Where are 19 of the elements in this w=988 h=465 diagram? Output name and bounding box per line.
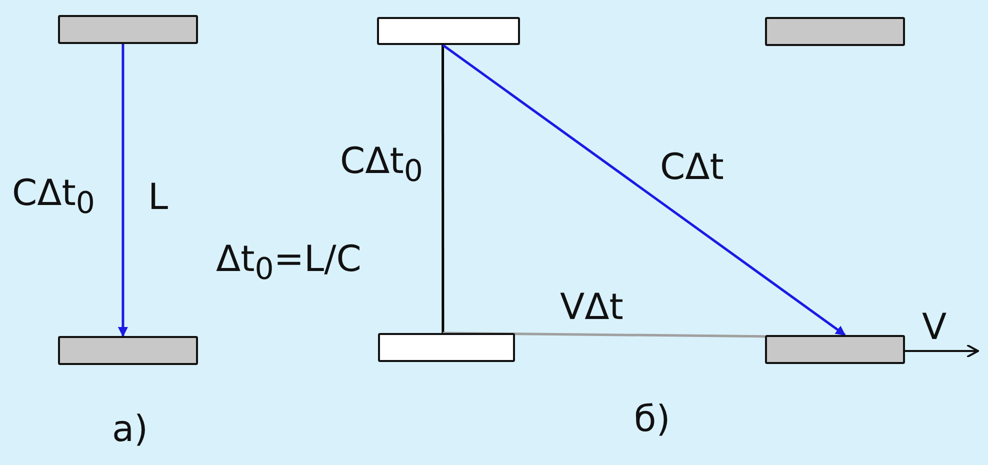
length-label: L: [148, 178, 168, 218]
arrow: [442, 44, 846, 336]
edge-label: CΔt: [660, 148, 724, 188]
panel-label: a): [112, 410, 148, 450]
edge-label: CΔt$_{0}$: [12, 174, 95, 224]
edge-label: CΔt$_{0}$: [340, 142, 423, 192]
mirror-plate: [765, 335, 905, 364]
arrow: [118, 44, 128, 337]
mirror-plate: [378, 333, 515, 362]
panel-label: б): [634, 400, 670, 440]
mirror-plate: [58, 15, 198, 44]
mirror-plate: [377, 17, 520, 45]
mirror-plate: [58, 336, 198, 365]
mirror-plate: [765, 17, 905, 46]
edge-label: VΔt: [560, 288, 624, 328]
velocity-label: V: [922, 308, 947, 348]
formula-label: Δt$_{0}$=L/C: [216, 240, 362, 290]
line: [442, 45, 444, 333]
line: [442, 332, 766, 338]
